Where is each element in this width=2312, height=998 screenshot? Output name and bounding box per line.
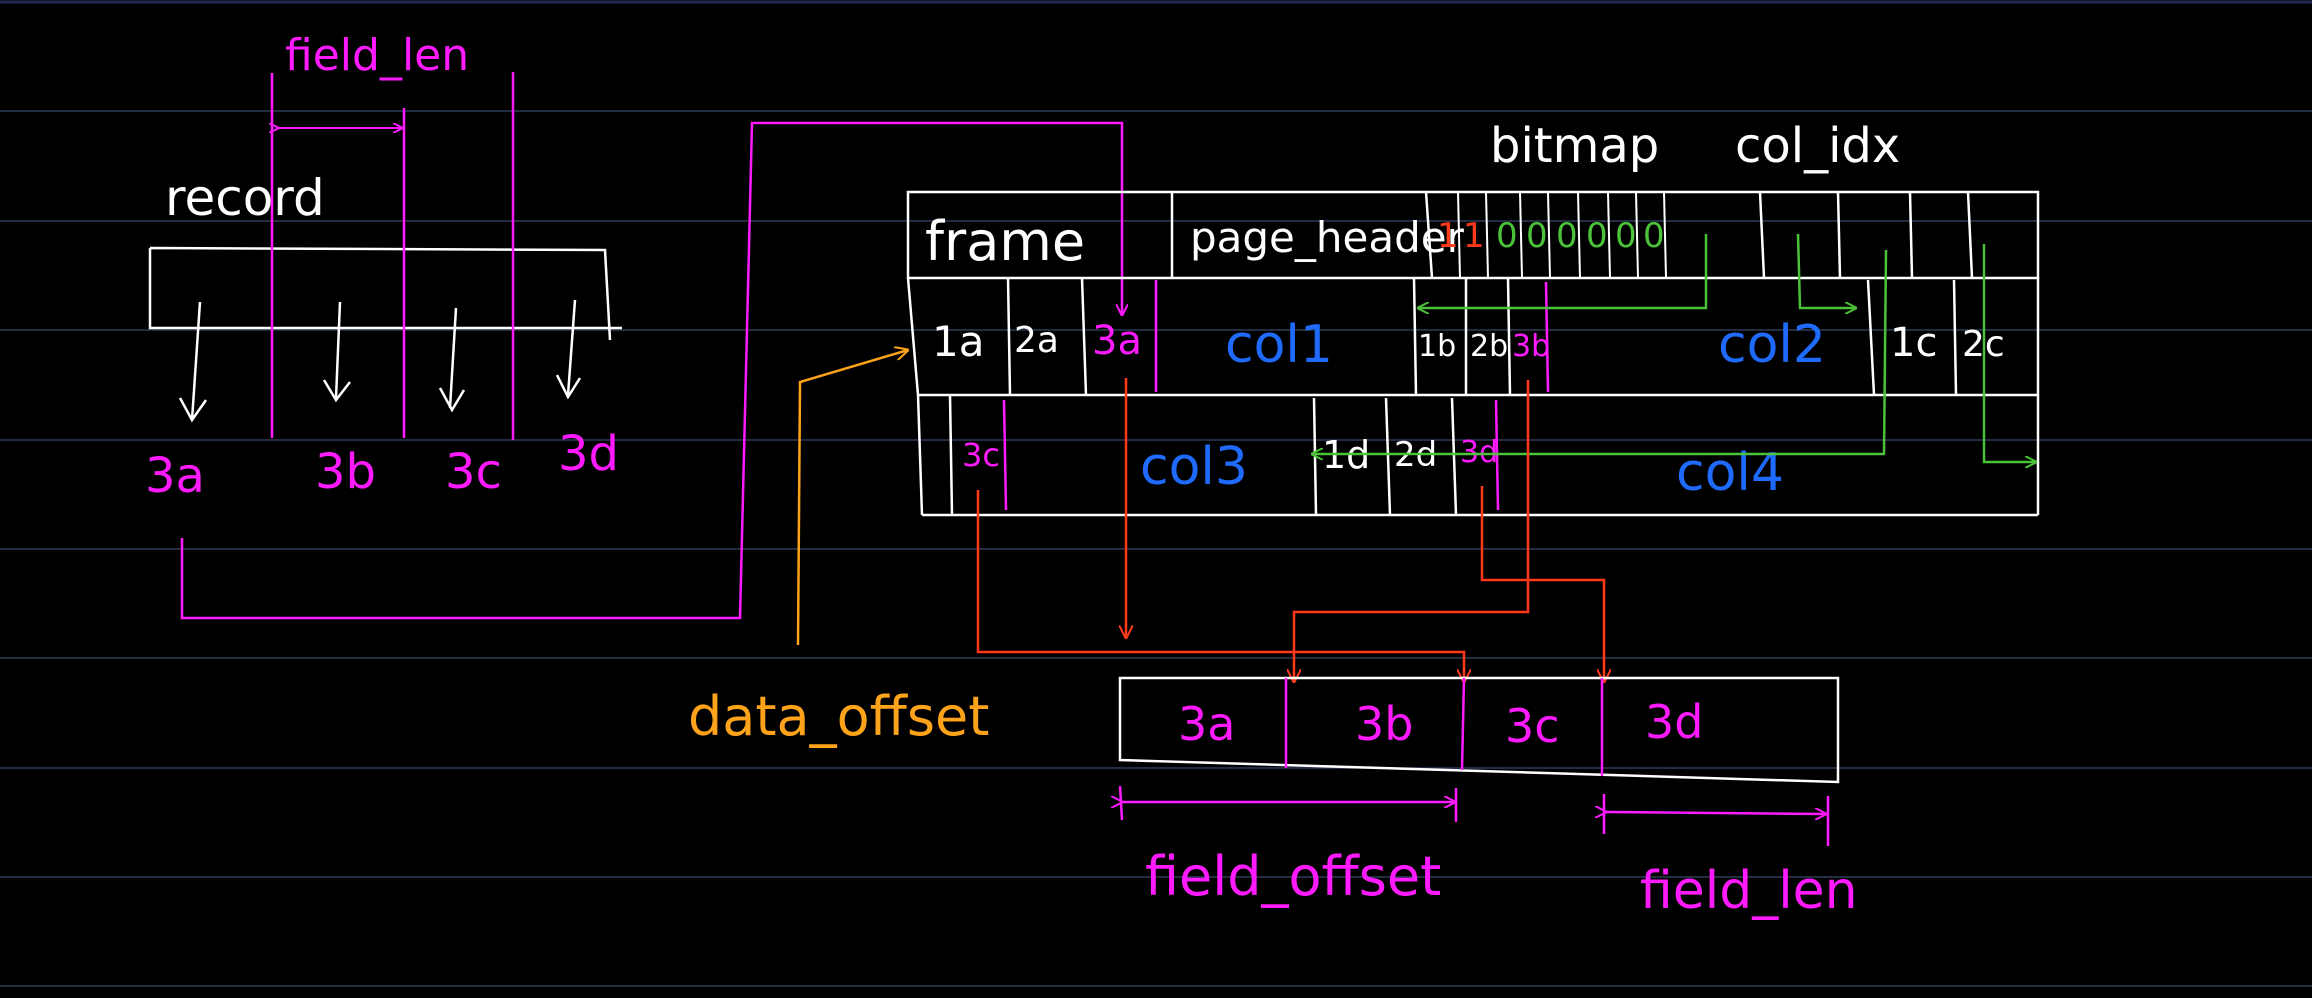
- data-offset-arrow: [796, 350, 908, 646]
- frame-label: frame: [925, 210, 1085, 273]
- cell-3a: 3a: [1092, 318, 1142, 364]
- cell-2a: 2a: [1014, 320, 1059, 361]
- record-to-page-line: [180, 121, 1122, 620]
- bitmap-label: bitmap: [1490, 118, 1659, 174]
- field-len-bottom-arrow: [1606, 812, 1826, 814]
- output-box: [1118, 676, 1840, 784]
- bit-7: 0: [1643, 216, 1665, 256]
- ruled-lines: [0, 110, 2312, 987]
- field-offset-label: field_offset: [1145, 845, 1441, 908]
- cell-1c: 1c: [1890, 320, 1937, 366]
- record-down-arrows: [178, 299, 582, 423]
- record-field-3a: 3a: [145, 448, 205, 504]
- bit-6: 0: [1615, 216, 1637, 256]
- output-field-3c: 3c: [1505, 699, 1560, 753]
- bit-1: 1: [1463, 216, 1485, 256]
- page-header-label: page_header: [1190, 213, 1465, 262]
- bit-0: 1: [1437, 216, 1459, 256]
- page-outer: [906, 190, 2040, 280]
- col1-label: col1: [1225, 315, 1333, 375]
- col2-label: col2: [1718, 315, 1826, 375]
- cell-2b: 2b: [1470, 329, 1508, 364]
- bit-2: 0: [1496, 216, 1518, 256]
- record-field-3c: 3c: [445, 444, 502, 500]
- record-field-3b: 3b: [315, 444, 376, 500]
- output-field-3a: 3a: [1178, 697, 1235, 751]
- col4-label: col4: [1676, 443, 1784, 503]
- cell-3c: 3c: [962, 436, 1000, 474]
- data-offset-label: data_offset: [688, 685, 989, 748]
- record-group: record field_len 3a 3b 3c 3d: [145, 30, 622, 504]
- record-field-len-label: field_len: [285, 30, 469, 81]
- cell-3b: 3b: [1512, 329, 1550, 364]
- output-record: 3a 3b 3c 3d field_offset field_len: [1118, 676, 1858, 921]
- col-idx-arrows: [1312, 233, 2036, 462]
- bit-5: 0: [1586, 216, 1608, 256]
- cell-3d: 3d: [1460, 435, 1498, 470]
- output-field-3b: 3b: [1355, 697, 1413, 751]
- col3-label: col3: [1140, 437, 1248, 497]
- page-group: bitmap col_idx frame pa: [906, 118, 2040, 517]
- cell-1a: 1a: [932, 317, 984, 366]
- bitmap-bits: 1 1 0 0 0 0 0 0: [1437, 216, 1665, 256]
- cell-1b: 1b: [1418, 329, 1456, 364]
- field-len-bottom-label: field_len: [1640, 861, 1858, 921]
- record-field-3d: 3d: [558, 426, 619, 482]
- col-idx-label: col_idx: [1735, 118, 1900, 174]
- output-field-3d: 3d: [1645, 695, 1703, 749]
- bit-3: 0: [1526, 216, 1548, 256]
- record-label: record: [165, 169, 325, 227]
- bitmap-dividers: [1457, 191, 1667, 279]
- red-mapping-arrows: [976, 378, 1604, 682]
- record-box: [148, 246, 622, 341]
- bit-4: 0: [1556, 216, 1578, 256]
